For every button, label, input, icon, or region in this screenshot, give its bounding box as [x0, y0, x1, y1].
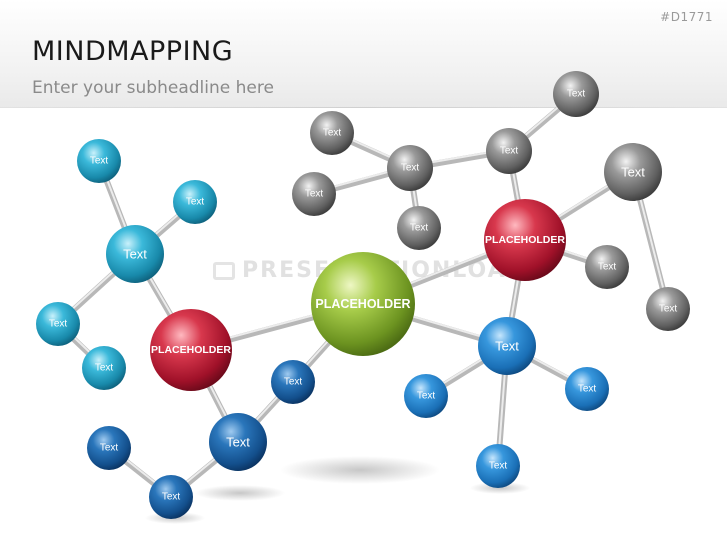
node-gray-3[interactable]: Text: [387, 145, 433, 191]
node-blue-3-label: Text: [489, 461, 508, 472]
node-gray-1[interactable]: Text: [310, 111, 354, 155]
watermark-logo-icon: [213, 262, 235, 280]
node-darkblue-2[interactable]: Text: [87, 426, 131, 470]
node-hub-left-label: PLACEHOLDER: [151, 344, 231, 356]
node-gray-6[interactable]: Text: [553, 71, 599, 117]
node-gray-big-label: Text: [621, 165, 645, 180]
node-cyan-1[interactable]: Text: [77, 139, 121, 183]
node-cyan-4-label: Text: [95, 363, 114, 374]
node-darkblue-2-label: Text: [100, 443, 119, 454]
node-blue-big[interactable]: Text: [478, 317, 536, 375]
node-darkblue-big-label: Text: [226, 435, 250, 450]
node-center-label: PLACEHOLDER: [315, 297, 410, 311]
node-cyan-2[interactable]: Text: [173, 180, 217, 224]
node-cyan-2-label: Text: [186, 197, 205, 208]
floor-shadows: [145, 456, 530, 524]
node-hub-right[interactable]: PLACEHOLDER: [484, 199, 566, 281]
node-gray-6-label: Text: [567, 89, 586, 100]
page-title: MINDMAPPING: [32, 36, 234, 67]
node-darkblue-big[interactable]: Text: [209, 413, 267, 471]
node-blue-2-label: Text: [578, 384, 597, 395]
node-gray-3-label: Text: [401, 163, 420, 174]
node-gray-7-label: Text: [598, 262, 617, 273]
slide-id: #D1771: [660, 10, 713, 24]
node-gray-1-label: Text: [323, 128, 342, 139]
node-cyan-3[interactable]: Text: [36, 302, 80, 346]
node-blue-3[interactable]: Text: [476, 444, 520, 488]
node-darkblue-1[interactable]: Text: [271, 360, 315, 404]
node-hub-left[interactable]: PLACEHOLDER: [150, 309, 232, 391]
node-gray-5-label: Text: [500, 146, 519, 157]
node-gray-5[interactable]: Text: [486, 128, 532, 174]
node-blue-1-label: Text: [417, 391, 436, 402]
node-gray-4-label: Text: [410, 223, 429, 234]
node-cyan-1-label: Text: [90, 156, 109, 167]
node-blue-1[interactable]: Text: [404, 374, 448, 418]
node-blue-2[interactable]: Text: [565, 367, 609, 411]
node-darkblue-1-label: Text: [284, 377, 303, 388]
node-center[interactable]: PLACEHOLDER: [311, 252, 415, 356]
node-cyan-big[interactable]: Text: [106, 225, 164, 283]
node-cyan-big-label: Text: [123, 247, 147, 262]
header-band: [0, 0, 727, 108]
node-gray-8-label: Text: [659, 304, 678, 315]
node-gray-2[interactable]: Text: [292, 172, 336, 216]
node-darkblue-3-label: Text: [162, 492, 181, 503]
node-gray-8[interactable]: Text: [646, 287, 690, 331]
node-gray-2-label: Text: [305, 189, 324, 200]
node-cyan-3-label: Text: [49, 319, 68, 330]
node-darkblue-3[interactable]: Text: [149, 475, 193, 519]
node-gray-4[interactable]: Text: [397, 206, 441, 250]
node-gray-big[interactable]: Text: [604, 143, 662, 201]
node-cyan-4[interactable]: Text: [82, 346, 126, 390]
page-subtitle: Enter your subheadline here: [32, 78, 274, 98]
node-gray-7[interactable]: Text: [585, 245, 629, 289]
node-hub-right-label: PLACEHOLDER: [485, 234, 565, 246]
node-blue-big-label: Text: [495, 339, 519, 354]
